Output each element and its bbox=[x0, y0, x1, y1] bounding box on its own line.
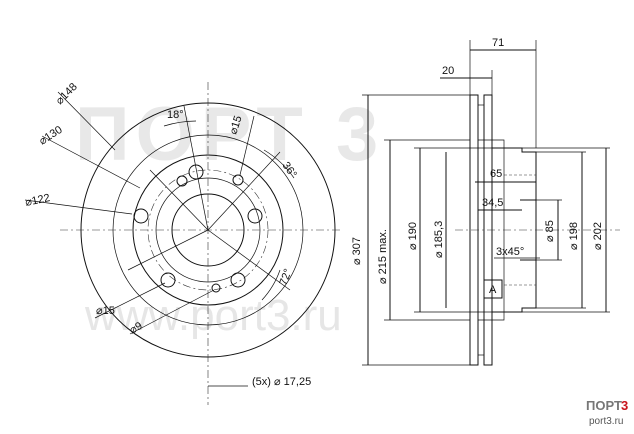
label-width-65: 65 bbox=[490, 168, 502, 180]
label-d215: ⌀ 215 max. bbox=[377, 229, 389, 284]
label-d85: ⌀ 85 bbox=[544, 220, 556, 242]
angle-arc-36 bbox=[263, 149, 295, 179]
label-datum-a: A bbox=[489, 284, 497, 296]
radial-line bbox=[207, 151, 281, 231]
radial-line bbox=[127, 229, 209, 271]
radial-line bbox=[149, 169, 209, 231]
label-width-34-5: 34,5 bbox=[482, 197, 503, 209]
label-holes: (5x) ⌀ 17,25 bbox=[252, 376, 311, 388]
leader-d15-top bbox=[239, 115, 255, 176]
angle-arc-72 bbox=[261, 269, 281, 301]
label-d9: ⌀9 bbox=[128, 320, 145, 337]
leader-d130 bbox=[41, 135, 141, 189]
bolt-holes bbox=[133, 164, 263, 288]
watermark: ПОРТ 3 www.port3.ru bbox=[75, 92, 384, 340]
label-angle-72: 72° bbox=[278, 267, 295, 287]
radial-line bbox=[183, 105, 209, 231]
label-d307: ⌀ 307 bbox=[351, 237, 363, 265]
watermark-big-text: ПОРТ 3 bbox=[75, 92, 384, 177]
small-hole bbox=[211, 283, 221, 293]
disc-profile bbox=[469, 94, 537, 366]
bolt-hole bbox=[230, 272, 246, 288]
label-d198: ⌀ 198 bbox=[568, 222, 580, 250]
leader-d15-left bbox=[94, 282, 166, 319]
bolt-hole bbox=[247, 208, 263, 224]
label-width-20: 20 bbox=[442, 65, 454, 77]
small-hole bbox=[232, 174, 244, 186]
logo-brand-right: 3 bbox=[621, 398, 628, 413]
bolt-hole bbox=[160, 272, 176, 288]
leader-d9 bbox=[129, 289, 215, 335]
small-holes bbox=[176, 174, 244, 293]
label-d122: ⌀122 bbox=[24, 192, 51, 209]
label-d130: ⌀130 bbox=[37, 124, 64, 148]
label-angle-18: 18° bbox=[167, 109, 184, 121]
section-view: 71 20 65 34,5 3x45° A ⌀ 307 ⌀ 215 max. ⌀… bbox=[351, 37, 620, 366]
leader-d148 bbox=[57, 91, 116, 151]
front-view: ⌀148 ⌀130 ⌀122 ⌀15 ⌀9 ⌀15 18° 36° 72° (5… bbox=[24, 81, 340, 405]
hat-outer-circle bbox=[132, 154, 284, 306]
logo: ПОРТ 3 port3.ru bbox=[586, 398, 628, 427]
bolt-hole bbox=[188, 164, 204, 180]
label-width-71: 71 bbox=[492, 37, 504, 49]
logo-url: port3.ru bbox=[589, 416, 623, 427]
watermark-url-text: www.port3.ru bbox=[84, 291, 342, 340]
label-d202: ⌀ 202 bbox=[592, 222, 604, 250]
logo-brand-left: ПОРТ bbox=[586, 398, 622, 413]
datum-a-box bbox=[483, 279, 503, 299]
bolt-hole bbox=[133, 208, 149, 224]
label-d190: ⌀ 190 bbox=[407, 222, 419, 250]
radial-line bbox=[207, 229, 291, 291]
label-d15-top: ⌀15 bbox=[227, 114, 244, 136]
angle-arc-18 bbox=[163, 120, 197, 127]
label-d15-left: ⌀15 bbox=[96, 305, 115, 317]
leader-d122 bbox=[24, 199, 133, 215]
label-d185-3: ⌀ 185,3 bbox=[433, 221, 445, 258]
small-hole bbox=[176, 175, 188, 187]
label-chamfer: 3x45° bbox=[496, 246, 524, 258]
